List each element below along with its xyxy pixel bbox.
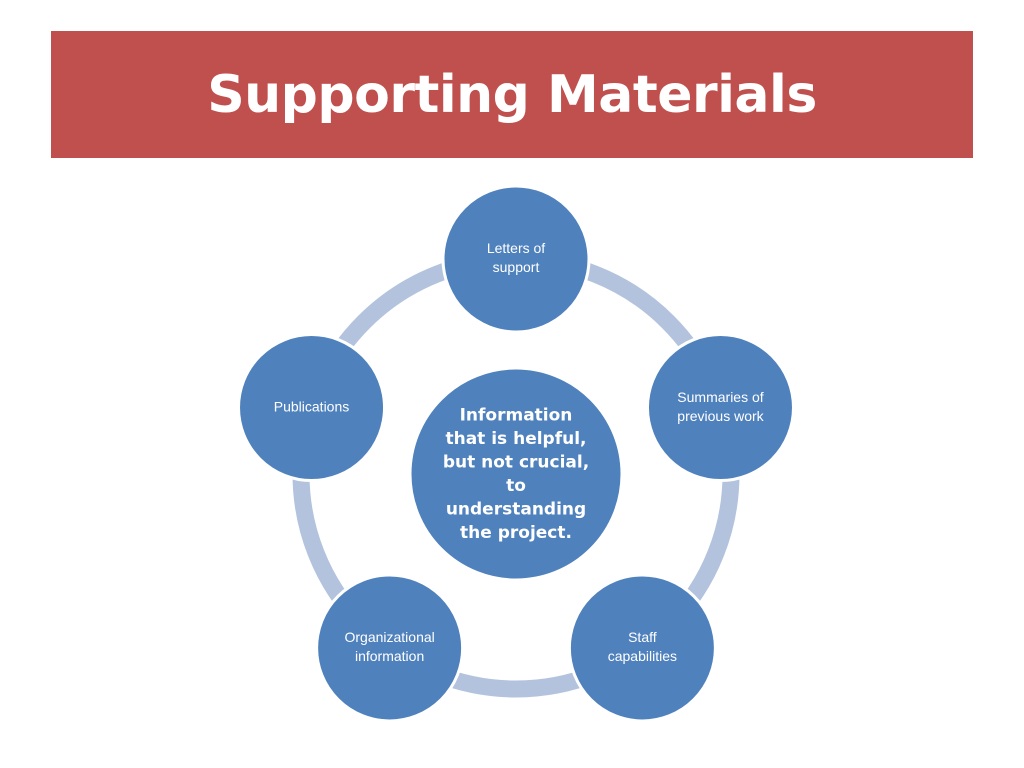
node-summaries-of-previous-work: Summaries of previous work bbox=[645, 333, 795, 483]
node-label-publications: Publications bbox=[274, 398, 350, 414]
slide-title: Supporting Materials bbox=[207, 64, 817, 125]
node-label-organizational-information: information bbox=[355, 648, 424, 664]
node-circle-staff-capabilities bbox=[567, 573, 717, 723]
center-node: Information that is helpful, but not cruci… bbox=[408, 366, 624, 582]
node-label-staff-capabilities: Staff bbox=[628, 629, 657, 645]
center-node-label: understanding bbox=[446, 499, 586, 519]
node-organizational-information: Organizational information bbox=[315, 573, 465, 723]
node-circle-summaries-of-previous-work bbox=[645, 333, 795, 483]
title-banner: Supporting Materials bbox=[51, 31, 973, 158]
node-circle-publications bbox=[237, 333, 387, 483]
node-label-organizational-information: Organizational bbox=[344, 629, 434, 645]
center-node-label: that is helpful, bbox=[445, 429, 586, 449]
node-label-summaries-of-previous-work: Summaries of bbox=[677, 389, 763, 405]
center-node-label: Information bbox=[460, 405, 573, 425]
node-label-letters-of-support: Letters of bbox=[487, 240, 545, 256]
node-label-summaries-of-previous-work: previous work bbox=[677, 408, 764, 424]
center-node-circle bbox=[408, 366, 624, 582]
center-node-label: to bbox=[506, 476, 526, 496]
node-letters-of-support: Letters of support bbox=[441, 184, 591, 334]
node-circle-organizational-information bbox=[315, 573, 465, 723]
node-staff-capabilities: Staff capabilities bbox=[567, 573, 717, 723]
node-label-staff-capabilities: capabilities bbox=[608, 648, 677, 664]
center-node-label: the project. bbox=[460, 523, 572, 543]
node-publications: Publications bbox=[237, 333, 387, 483]
node-circle-letters-of-support bbox=[441, 184, 591, 334]
node-label-letters-of-support: support bbox=[493, 259, 540, 275]
center-node-label: but not crucial, bbox=[443, 452, 589, 472]
